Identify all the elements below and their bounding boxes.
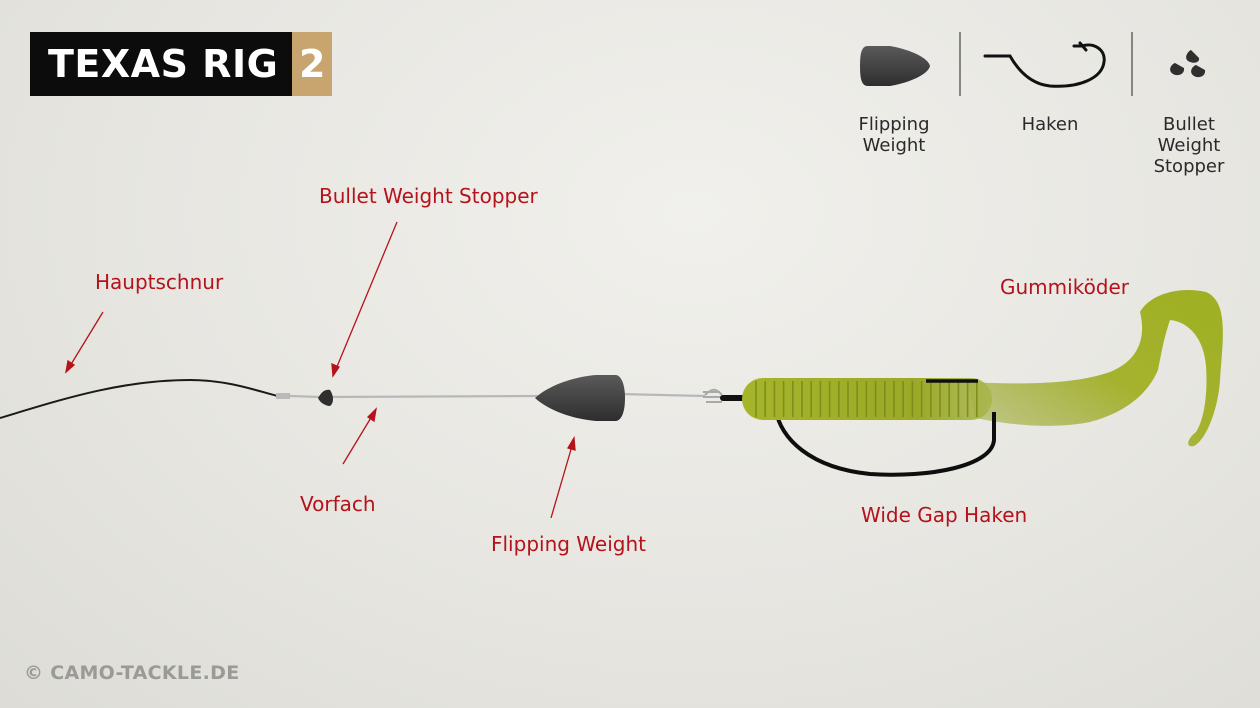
arrow-vorfach bbox=[342, 415, 373, 465]
hook-knot bbox=[703, 388, 723, 403]
callout-bullet-weight-stopper: Bullet Weight Stopper bbox=[319, 184, 538, 208]
legend-label-hook: Haken bbox=[1021, 114, 1079, 135]
legend-hook-icon bbox=[983, 41, 1106, 88]
callout-hauptschnur: Hauptschnur bbox=[95, 270, 224, 294]
arrowhead-flipping-weight bbox=[567, 435, 576, 451]
legend-flipping-weight-icon bbox=[860, 46, 930, 86]
arrow-hauptschnur bbox=[69, 311, 104, 367]
main-line bbox=[0, 378, 279, 419]
arrowhead-vorfach bbox=[366, 407, 377, 423]
legend-label-bullet-weight-stopper: Bullet Weight Stopper bbox=[1153, 114, 1225, 177]
title-number: 2 bbox=[292, 32, 333, 96]
arrowhead-bullet-weight-stopper bbox=[331, 362, 340, 378]
legend-label-flipping-weight: Flipping Weight bbox=[858, 114, 930, 156]
arrow-bullet-weight-stopper bbox=[335, 221, 398, 370]
bullet-weight-stopper bbox=[318, 389, 333, 406]
swivel-connector bbox=[276, 393, 290, 399]
arrow-flipping-weight bbox=[550, 445, 573, 519]
legend-bullet-weight-stopper-icon bbox=[1170, 50, 1206, 78]
arrowhead-hauptschnur bbox=[65, 359, 76, 374]
copyright: © CAMO-TACKLE.DE bbox=[24, 662, 240, 684]
soft-bait-body bbox=[742, 378, 992, 420]
leader-line bbox=[289, 392, 706, 399]
wide-gap-hook bbox=[774, 409, 996, 477]
callout-flipping-weight: Flipping Weight bbox=[491, 532, 646, 556]
callout-wide-gap-haken: Wide Gap Haken bbox=[861, 503, 1028, 527]
bait-tail bbox=[968, 290, 1223, 447]
callout-arrows bbox=[65, 221, 576, 519]
page-title: TEXAS RIG bbox=[30, 32, 293, 96]
flipping-weight bbox=[535, 375, 625, 421]
callout-gummikoeder: Gummiköder bbox=[1000, 275, 1130, 299]
title-badge: TEXAS RIG 2 bbox=[30, 32, 333, 96]
callout-vorfach: Vorfach bbox=[300, 492, 376, 516]
